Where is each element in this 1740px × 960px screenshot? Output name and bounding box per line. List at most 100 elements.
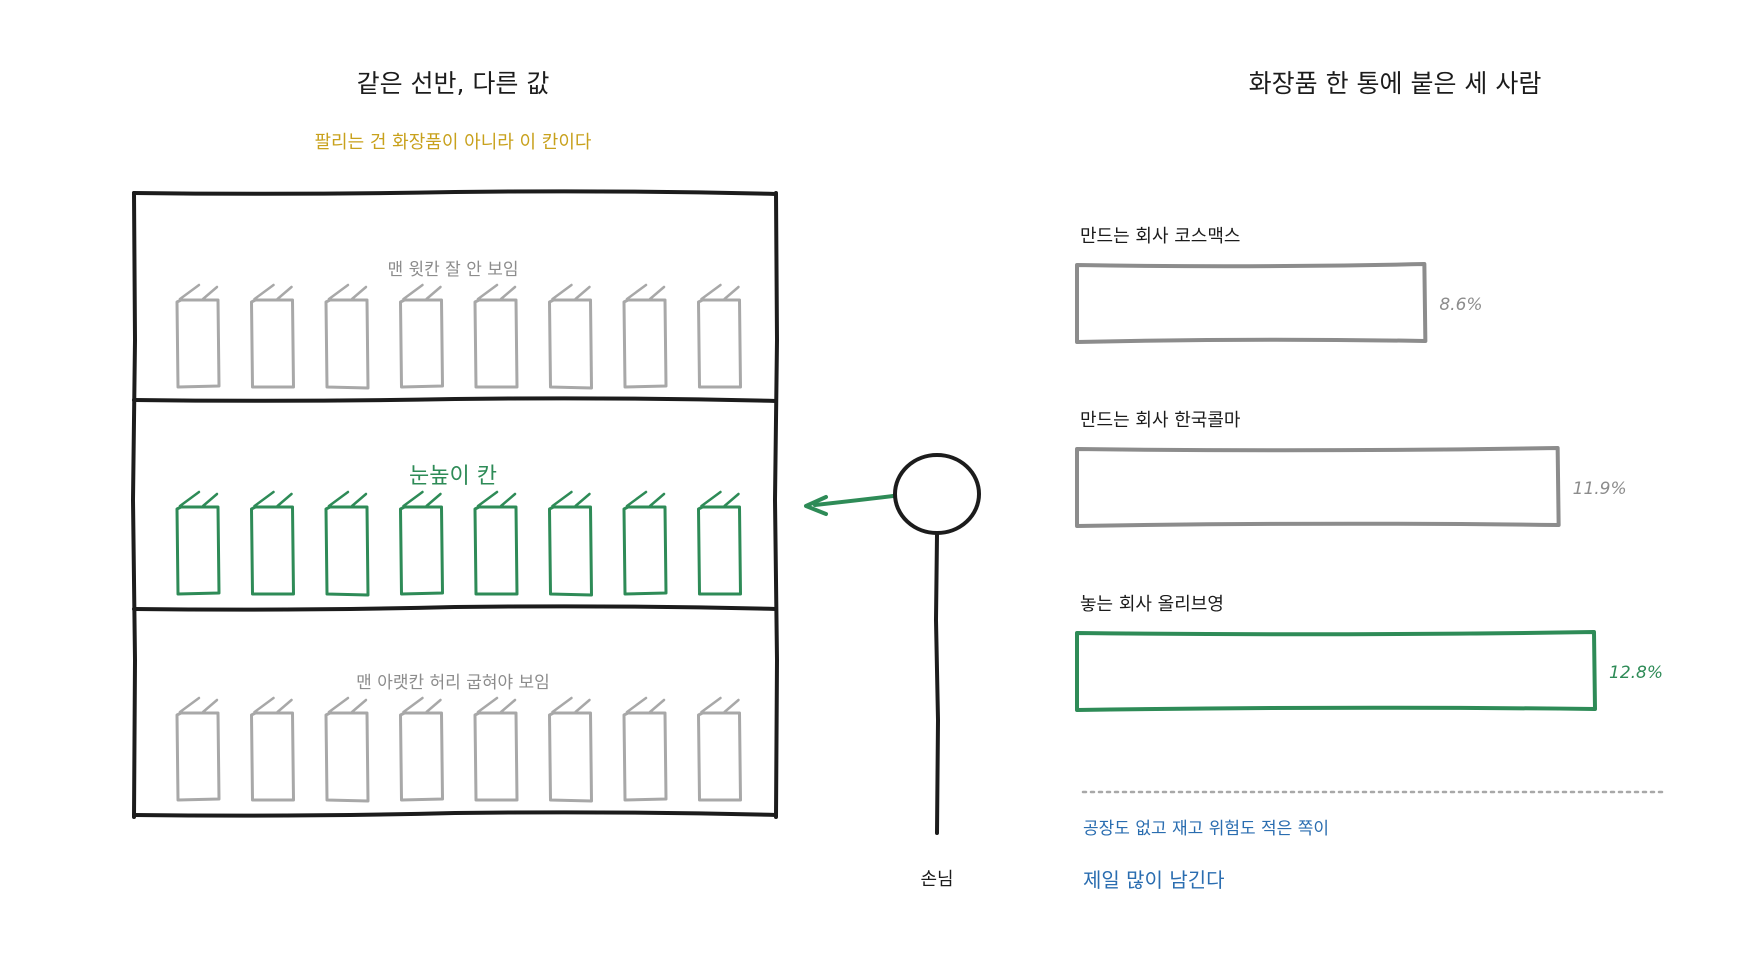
product-cap [178, 490, 219, 508]
product-body [324, 711, 370, 803]
customer-label: 손님 [920, 869, 953, 890]
product-item [399, 283, 444, 389]
product-body [473, 505, 519, 596]
shelf-row-bottom-label: 맨 아랫칸 허리 굽혀야 보임 [356, 673, 550, 693]
product-cap [700, 696, 740, 714]
product-cap [402, 696, 442, 714]
product-body [473, 298, 519, 389]
product-item [473, 283, 519, 389]
product-cap [178, 283, 219, 301]
product-item-highlight [250, 490, 295, 596]
customer-figure: 손님 [804, 453, 981, 890]
shelf-board-2 [132, 604, 778, 612]
bar-category-label: 만드는 회사 코스맥스 [1080, 226, 1240, 247]
product-item-highlight [324, 490, 370, 597]
product-item-highlight [548, 490, 593, 597]
product-cap [476, 490, 517, 508]
product-body [697, 711, 742, 802]
product-item [324, 696, 370, 803]
product-cap [625, 283, 666, 301]
product-cap [402, 283, 442, 301]
product-body [250, 298, 295, 389]
chart-title: 화장품 한 통에 붙은 세 사람 [1249, 69, 1542, 98]
product-cap [327, 490, 368, 508]
product-body [399, 505, 444, 596]
product-item-highlight [175, 490, 221, 596]
bar-value-label: 11.9% [1573, 479, 1627, 499]
product-cap [327, 283, 368, 301]
product-body [548, 711, 593, 803]
product-body [697, 298, 742, 389]
product-cap [551, 696, 591, 714]
product-item [250, 283, 295, 389]
product-cap [700, 283, 740, 301]
product-body [548, 298, 593, 390]
product-cap [625, 490, 666, 508]
product-item [622, 283, 668, 389]
product-cap [253, 283, 293, 301]
product-cap [700, 490, 740, 508]
product-body [399, 298, 444, 389]
product-cap [551, 490, 591, 508]
product-body [250, 505, 295, 596]
shelf-frame [130, 189, 780, 819]
product-item [250, 696, 295, 802]
shelf-top-board [132, 189, 778, 196]
product-cap [178, 696, 219, 714]
product-item [473, 696, 519, 802]
customer-head [893, 453, 981, 535]
note-line-2: 제일 많이 남긴다 [1083, 868, 1225, 892]
product-body [175, 711, 221, 802]
product-body [548, 505, 593, 597]
product-body [697, 505, 742, 596]
product-item-highlight [622, 490, 668, 596]
product-item [548, 696, 593, 803]
product-body [324, 505, 370, 597]
product-item [697, 696, 742, 802]
product-body [175, 298, 221, 389]
note-line-1: 공장도 없고 재고 위험도 적은 쪽이 [1083, 819, 1329, 839]
shelf-board-1 [132, 396, 778, 403]
bar-category-label: 놓는 회사 올리브영 [1080, 594, 1224, 615]
product-item [324, 283, 370, 390]
bar [1075, 262, 1428, 344]
shelf-left-post [130, 191, 138, 819]
shelf-right-post [772, 191, 780, 819]
product-item-highlight [399, 490, 444, 596]
shelf-title: 같은 선반, 다른 값 [357, 69, 550, 98]
product-body [622, 711, 668, 802]
product-cap [253, 490, 293, 508]
shelf-row-top-label: 맨 윗칸 잘 안 보임 [387, 260, 518, 280]
product-body [622, 298, 668, 389]
product-body [175, 505, 221, 596]
product-item [697, 283, 742, 389]
product-body [473, 711, 519, 802]
bar [1075, 446, 1561, 528]
shelf-section: 같은 선반, 다른 값 팔리는 건 화장품이 아니라 이 칸이다 맨 윗칸 잘 … [130, 69, 780, 819]
product-item [175, 283, 221, 389]
shelf-bottom-board [132, 810, 778, 818]
product-cap [327, 696, 368, 714]
product-cap [402, 490, 442, 508]
product-cap [253, 696, 293, 714]
product-cap [476, 283, 517, 301]
shelf-subtitle: 팔리는 건 화장품이 아니라 이 칸이다 [314, 132, 591, 153]
product-cap [476, 696, 517, 714]
bar [1075, 630, 1597, 712]
product-item [622, 696, 668, 802]
customer-body [933, 533, 941, 835]
product-cap [551, 283, 591, 301]
bar-value-label: 12.8% [1609, 663, 1663, 683]
shelf-row-eye-label: 눈높이 칸 [409, 464, 497, 489]
product-item-highlight [473, 490, 519, 596]
gaze-arrow-head [804, 495, 828, 516]
bar-value-label: 8.6% [1439, 295, 1482, 315]
products-layer [175, 283, 742, 803]
product-body [399, 711, 444, 802]
product-body [324, 298, 370, 390]
product-item [175, 696, 221, 802]
product-body [250, 711, 295, 802]
